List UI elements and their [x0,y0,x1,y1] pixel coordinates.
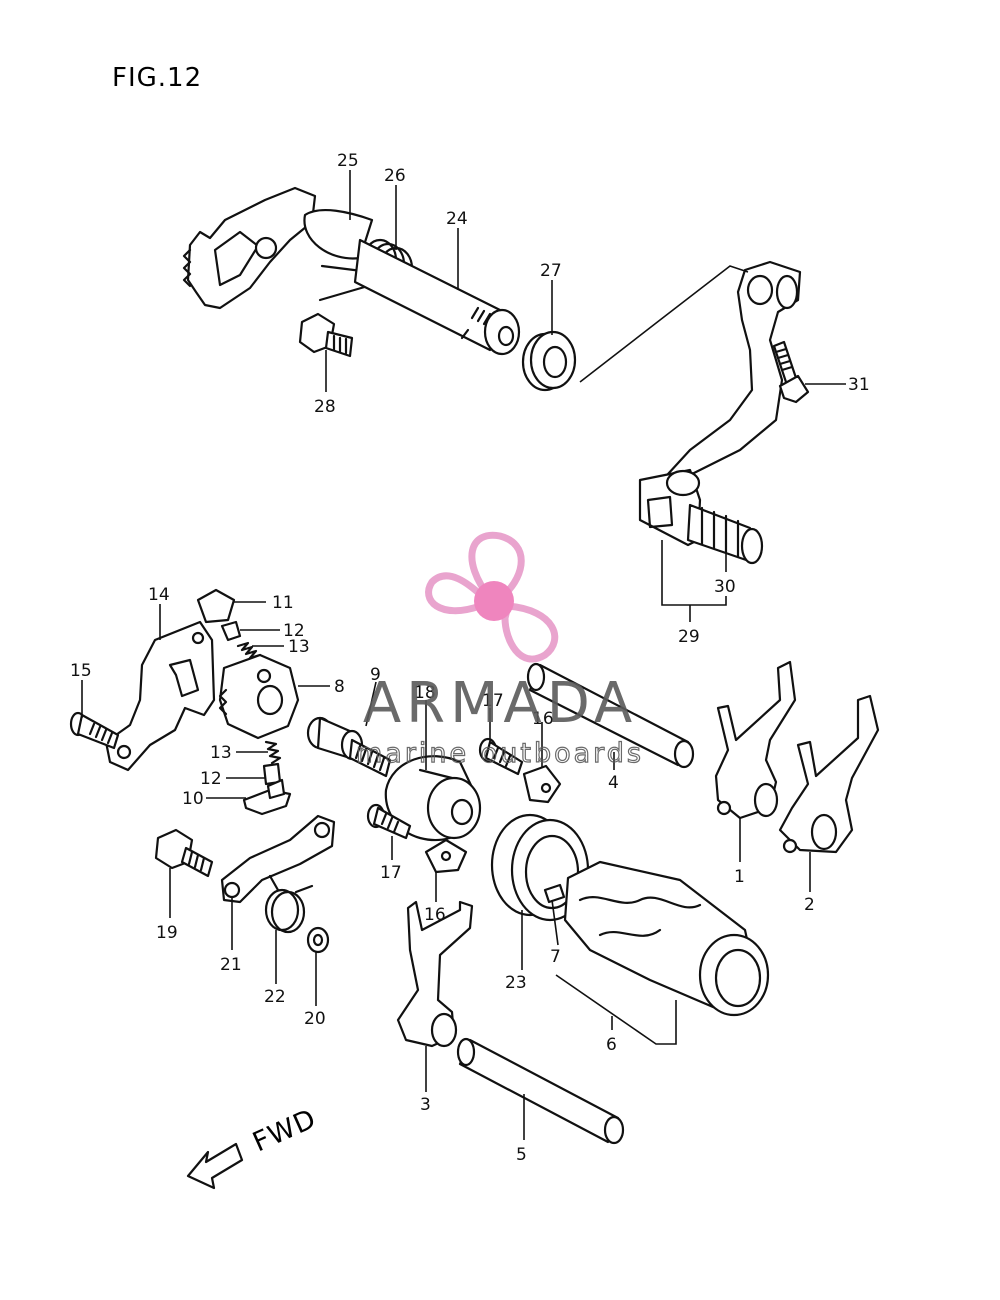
callout-20: 20 [304,1009,326,1029]
callout-14: 14 [148,585,170,605]
callout-5: 5 [516,1145,527,1165]
part-10-stopper [242,778,292,816]
callout-12-upper: 12 [283,621,305,641]
forward-direction-label: FWD [248,1103,321,1158]
watermark-brand: ARMADA [363,671,637,736]
part-25-sector-gear [182,186,374,310]
part-16-guide-upper [522,764,562,804]
callout-27: 27 [540,261,562,281]
callout-labels: 25 26 24 27 28 31 30 29 14 11 12 13 8 15… [70,151,870,1165]
part-13-spring-lower [264,740,282,765]
part-1-shift-fork [714,660,797,820]
part-22-spring-clip [264,874,314,934]
callout-8: 8 [334,677,345,697]
part-9-pin [306,716,392,778]
part-15-screw [69,711,120,750]
callout-9: 9 [370,665,381,685]
callout-19: 19 [156,923,178,943]
callout-23: 23 [505,973,527,993]
part-29-shift-lever [638,260,802,547]
callout-4: 4 [608,773,619,793]
part-19-bolt [154,828,214,878]
part-5-shift-fork-shaft [456,1037,625,1145]
watermark-tagline: marine outboards [356,738,644,769]
callout-18: 18 [414,683,436,703]
part-17-screw-upper [478,737,524,776]
part-17-screw-lower [366,803,412,840]
part-11-cap [196,588,236,624]
callout-15: 15 [70,661,92,681]
callout-13-lower: 13 [210,743,232,763]
part-12-pin-upper [220,620,242,642]
callout-22: 22 [264,987,286,1007]
callout-12-lower: 12 [200,769,222,789]
part-28-bolt [298,312,354,358]
part-14-gear-shift-plate [104,620,216,772]
callout-16-lower: 16 [424,905,446,925]
callout-11: 11 [272,593,294,613]
part-21-shift-lever [220,814,336,904]
part-13-spring-upper [236,641,262,660]
part-16-guide-lower [424,838,468,874]
callout-31: 31 [848,375,870,395]
callout-2: 2 [804,895,815,915]
callout-30: 30 [714,577,736,597]
callout-16-upper: 16 [532,709,554,729]
callout-1: 1 [734,867,745,887]
callout-3: 3 [420,1095,431,1115]
callout-7: 7 [550,947,561,967]
callout-21: 21 [220,955,242,975]
forward-direction-arrow-icon [186,1142,244,1190]
part-20-washer [306,926,330,954]
callout-25: 25 [337,151,359,171]
part-8-gear-shift-cam [218,653,300,740]
callout-26: 26 [384,166,406,186]
callout-13-upper: 13 [288,637,310,657]
part-18-pawl-lifter [384,755,482,842]
callout-17-upper: 17 [482,691,504,711]
callout-6: 6 [606,1035,617,1055]
part-4-shift-fork-shaft [526,662,695,769]
callout-24: 24 [446,209,468,229]
part-30-shift-rubber [686,503,764,565]
leader-lines [81,170,846,1140]
armada-watermark: ARMADA marine outboards [355,531,644,770]
part-7-pin [543,883,566,904]
figure-title: FIG.12 [112,63,202,93]
part-3-shift-fork [396,900,474,1048]
callout-10: 10 [182,789,204,809]
part-24-shift-shaft [353,238,521,356]
part-31-bolt [772,340,810,404]
callout-28: 28 [314,397,336,417]
callout-17-lower: 17 [380,863,402,883]
part-2-shift-fork [778,694,880,854]
part-27-oil-seal [521,330,577,392]
callout-29: 29 [678,627,700,647]
propeller-logo-icon [425,531,559,663]
part-6-gear-shift-cam-drum [563,860,770,1017]
